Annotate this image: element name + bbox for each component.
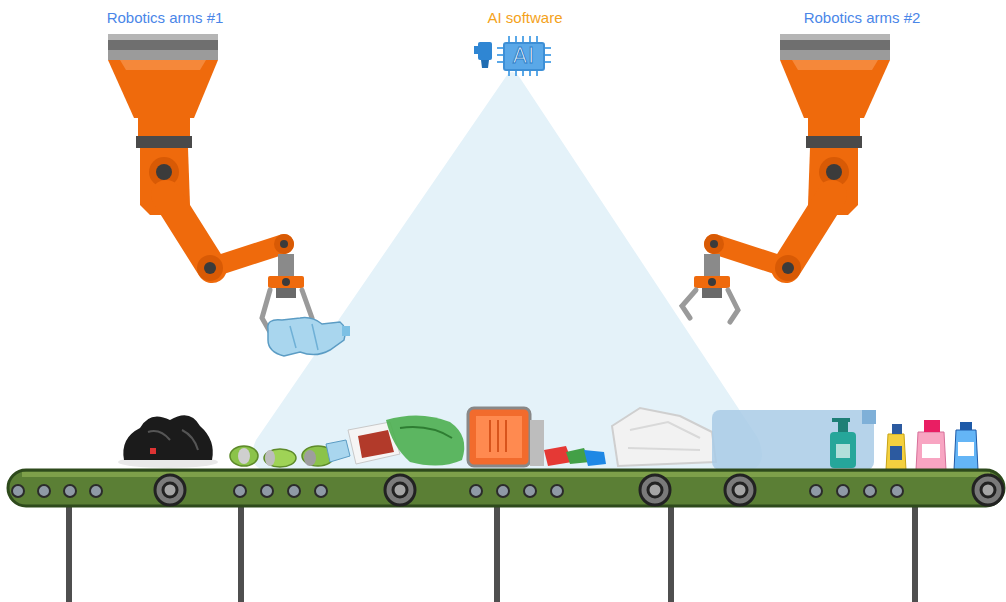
conveyor-belt-part-part (234, 485, 246, 497)
gripper-claws-part (682, 290, 696, 318)
conveyor-legs (66, 505, 918, 602)
waste-items-part (148, 430, 198, 450)
waste-items-part (123, 415, 212, 460)
robot-arm-2 (694, 34, 890, 298)
waste-items-part (476, 416, 522, 458)
waste-items-part (922, 444, 940, 458)
held-plastic-bottle-part (268, 318, 346, 356)
conveyor-belt-part-part (640, 475, 670, 505)
waste-items-part (530, 420, 544, 466)
conveyor-belt-part-part (810, 485, 822, 497)
conveyor-belt-part-part (551, 485, 563, 497)
conveyor-legs-part (66, 505, 72, 602)
waste-items-part (304, 450, 316, 466)
conveyor-belt-part-part (393, 483, 407, 497)
conveyor-belt-part-part (470, 485, 482, 497)
conveyor-belt-part (8, 470, 1004, 506)
conveyor-legs-part (668, 505, 674, 602)
camera-icon-part (478, 42, 492, 60)
conveyor-belt-part-part (891, 485, 903, 497)
waste-items-part (862, 410, 876, 424)
camera-icon-part (474, 46, 478, 54)
waste-items-part (836, 444, 850, 458)
waste-items-part (916, 432, 946, 470)
conveyor-belt-part-part (837, 485, 849, 497)
conveyor-belt-part-part (38, 485, 50, 497)
conveyor-belt-part-part (981, 483, 995, 497)
robot-arm-1 (108, 34, 304, 298)
waste-items-part (400, 427, 452, 438)
waste-items-part (468, 408, 530, 466)
conveyor-belt-part-part (64, 485, 76, 497)
waste-items-part (892, 424, 902, 434)
waste-items-part (830, 432, 856, 468)
waste-items-part (958, 442, 974, 456)
waste-items (118, 408, 978, 470)
waste-items-part (838, 422, 848, 432)
conveyor-belt-part-part (288, 485, 300, 497)
conveyor-belt-part-part (864, 485, 876, 497)
conveyor-belt-part-part (155, 475, 185, 505)
waste-items-part (264, 449, 296, 467)
waste-items-part (954, 430, 978, 470)
waste-items-part (230, 446, 258, 466)
waste-items-part (612, 408, 716, 466)
conveyor-legs-part (912, 505, 918, 602)
waste-items-part (238, 448, 250, 464)
conveyor-belt-part-part (524, 485, 536, 497)
conveyor-legs-part (238, 505, 244, 602)
waste-items-part (924, 420, 940, 432)
waste-items-part (150, 448, 156, 454)
waste-items-part (712, 410, 874, 470)
conveyor-belt-part (12, 485, 903, 497)
waste-items-part (628, 422, 700, 450)
chip-label: AI (513, 46, 536, 67)
waste-items-part (490, 420, 506, 452)
camera-view-cone (252, 72, 762, 472)
conveyor-legs-part (494, 505, 500, 602)
ai-chip: AI (503, 42, 545, 71)
part-label: Robotics arms #1 (107, 9, 224, 26)
waste-items-part (386, 415, 464, 465)
waste-items-part (886, 434, 906, 470)
conveyor-belt-part-part (973, 475, 1003, 505)
chip-pins-part (545, 48, 551, 62)
conveyor-belt-part-part (163, 483, 177, 497)
part-label: AI software (487, 9, 562, 26)
held-plastic-bottle-part (342, 326, 350, 336)
waste-items-part (890, 446, 902, 460)
waste-items-part (960, 422, 972, 430)
held-plastic-bottle-part (290, 324, 318, 350)
conveyor-belt (8, 470, 1004, 506)
held-plastic-bottle (268, 318, 350, 356)
waste-items-part (265, 450, 275, 466)
waste-items-part (584, 450, 606, 466)
chip-pins (497, 36, 551, 76)
conveyor-belt-part-part (12, 485, 24, 497)
conveyor-belt-part-part (261, 485, 273, 497)
conveyor-belt-part-part (385, 475, 415, 505)
conveyor-belt-part-part (648, 483, 662, 497)
gripper-claws-part (728, 290, 738, 322)
conveyor-belt-part-part (497, 485, 509, 497)
conveyor-belt-part-part (725, 475, 755, 505)
conveyor-belt-part-part (90, 485, 102, 497)
camera-icon (474, 42, 492, 68)
waste-items-part (326, 440, 350, 462)
conveyor-belt-part (155, 475, 1003, 505)
conveyor-belt-part-part (733, 483, 747, 497)
waste-items-part (832, 418, 850, 422)
conveyor-belt-part-part (315, 485, 327, 497)
part-label: Robotics arms #2 (804, 9, 921, 26)
waste-items-part (358, 430, 394, 458)
camera-icon-part (481, 60, 489, 68)
